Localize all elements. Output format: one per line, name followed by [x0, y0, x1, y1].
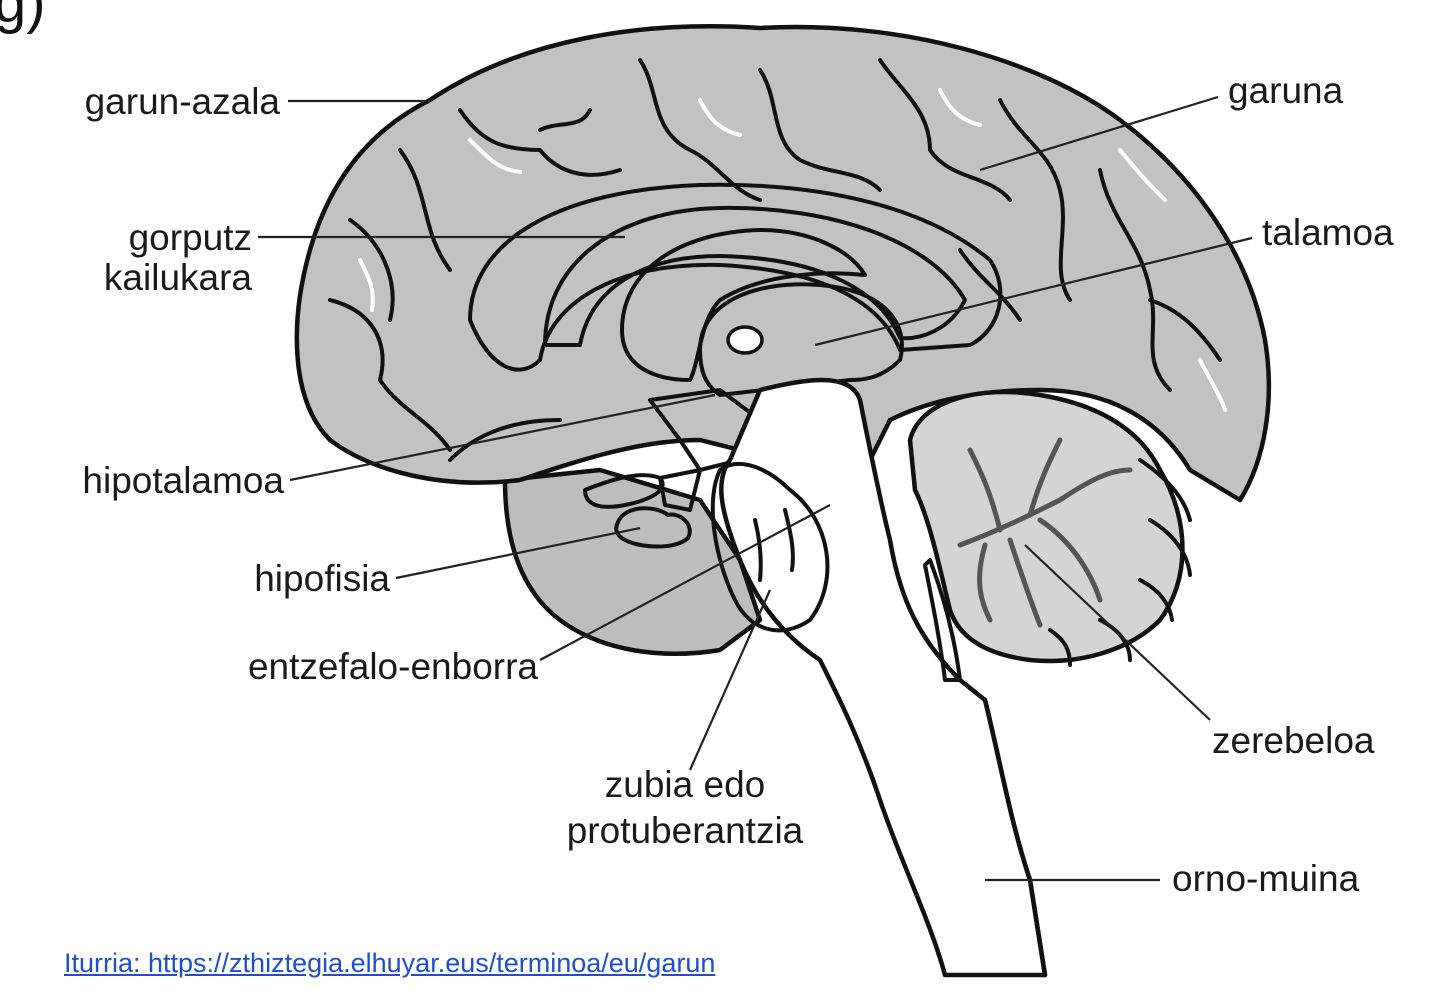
label-garun-azala: garun-azala — [20, 83, 280, 121]
thalamus-adhesion — [728, 327, 762, 353]
label-zubia-edo: zubia edo — [530, 766, 840, 804]
label-hipotalamoa: hipotalamoa — [0, 462, 284, 500]
label-entzefalo-enborra: entzefalo-enborra — [100, 648, 538, 686]
source-link[interactable]: Iturria: https://zthiztegia.elhuyar.eus/… — [64, 948, 715, 979]
label-garuna: garuna — [1228, 72, 1343, 110]
label-talamoa: talamoa — [1262, 214, 1394, 252]
label-orno-muina: orno-muina — [1172, 860, 1359, 898]
label-kailukara: kailukara — [20, 259, 252, 297]
title-fragment: g) — [0, 0, 46, 35]
label-hipofisia: hipofisia — [100, 560, 390, 598]
label-zerebeloa: zerebeloa — [1212, 722, 1375, 760]
label-gorputz: gorputz — [20, 219, 252, 257]
label-protuberantzia: protuberantzia — [530, 812, 840, 850]
